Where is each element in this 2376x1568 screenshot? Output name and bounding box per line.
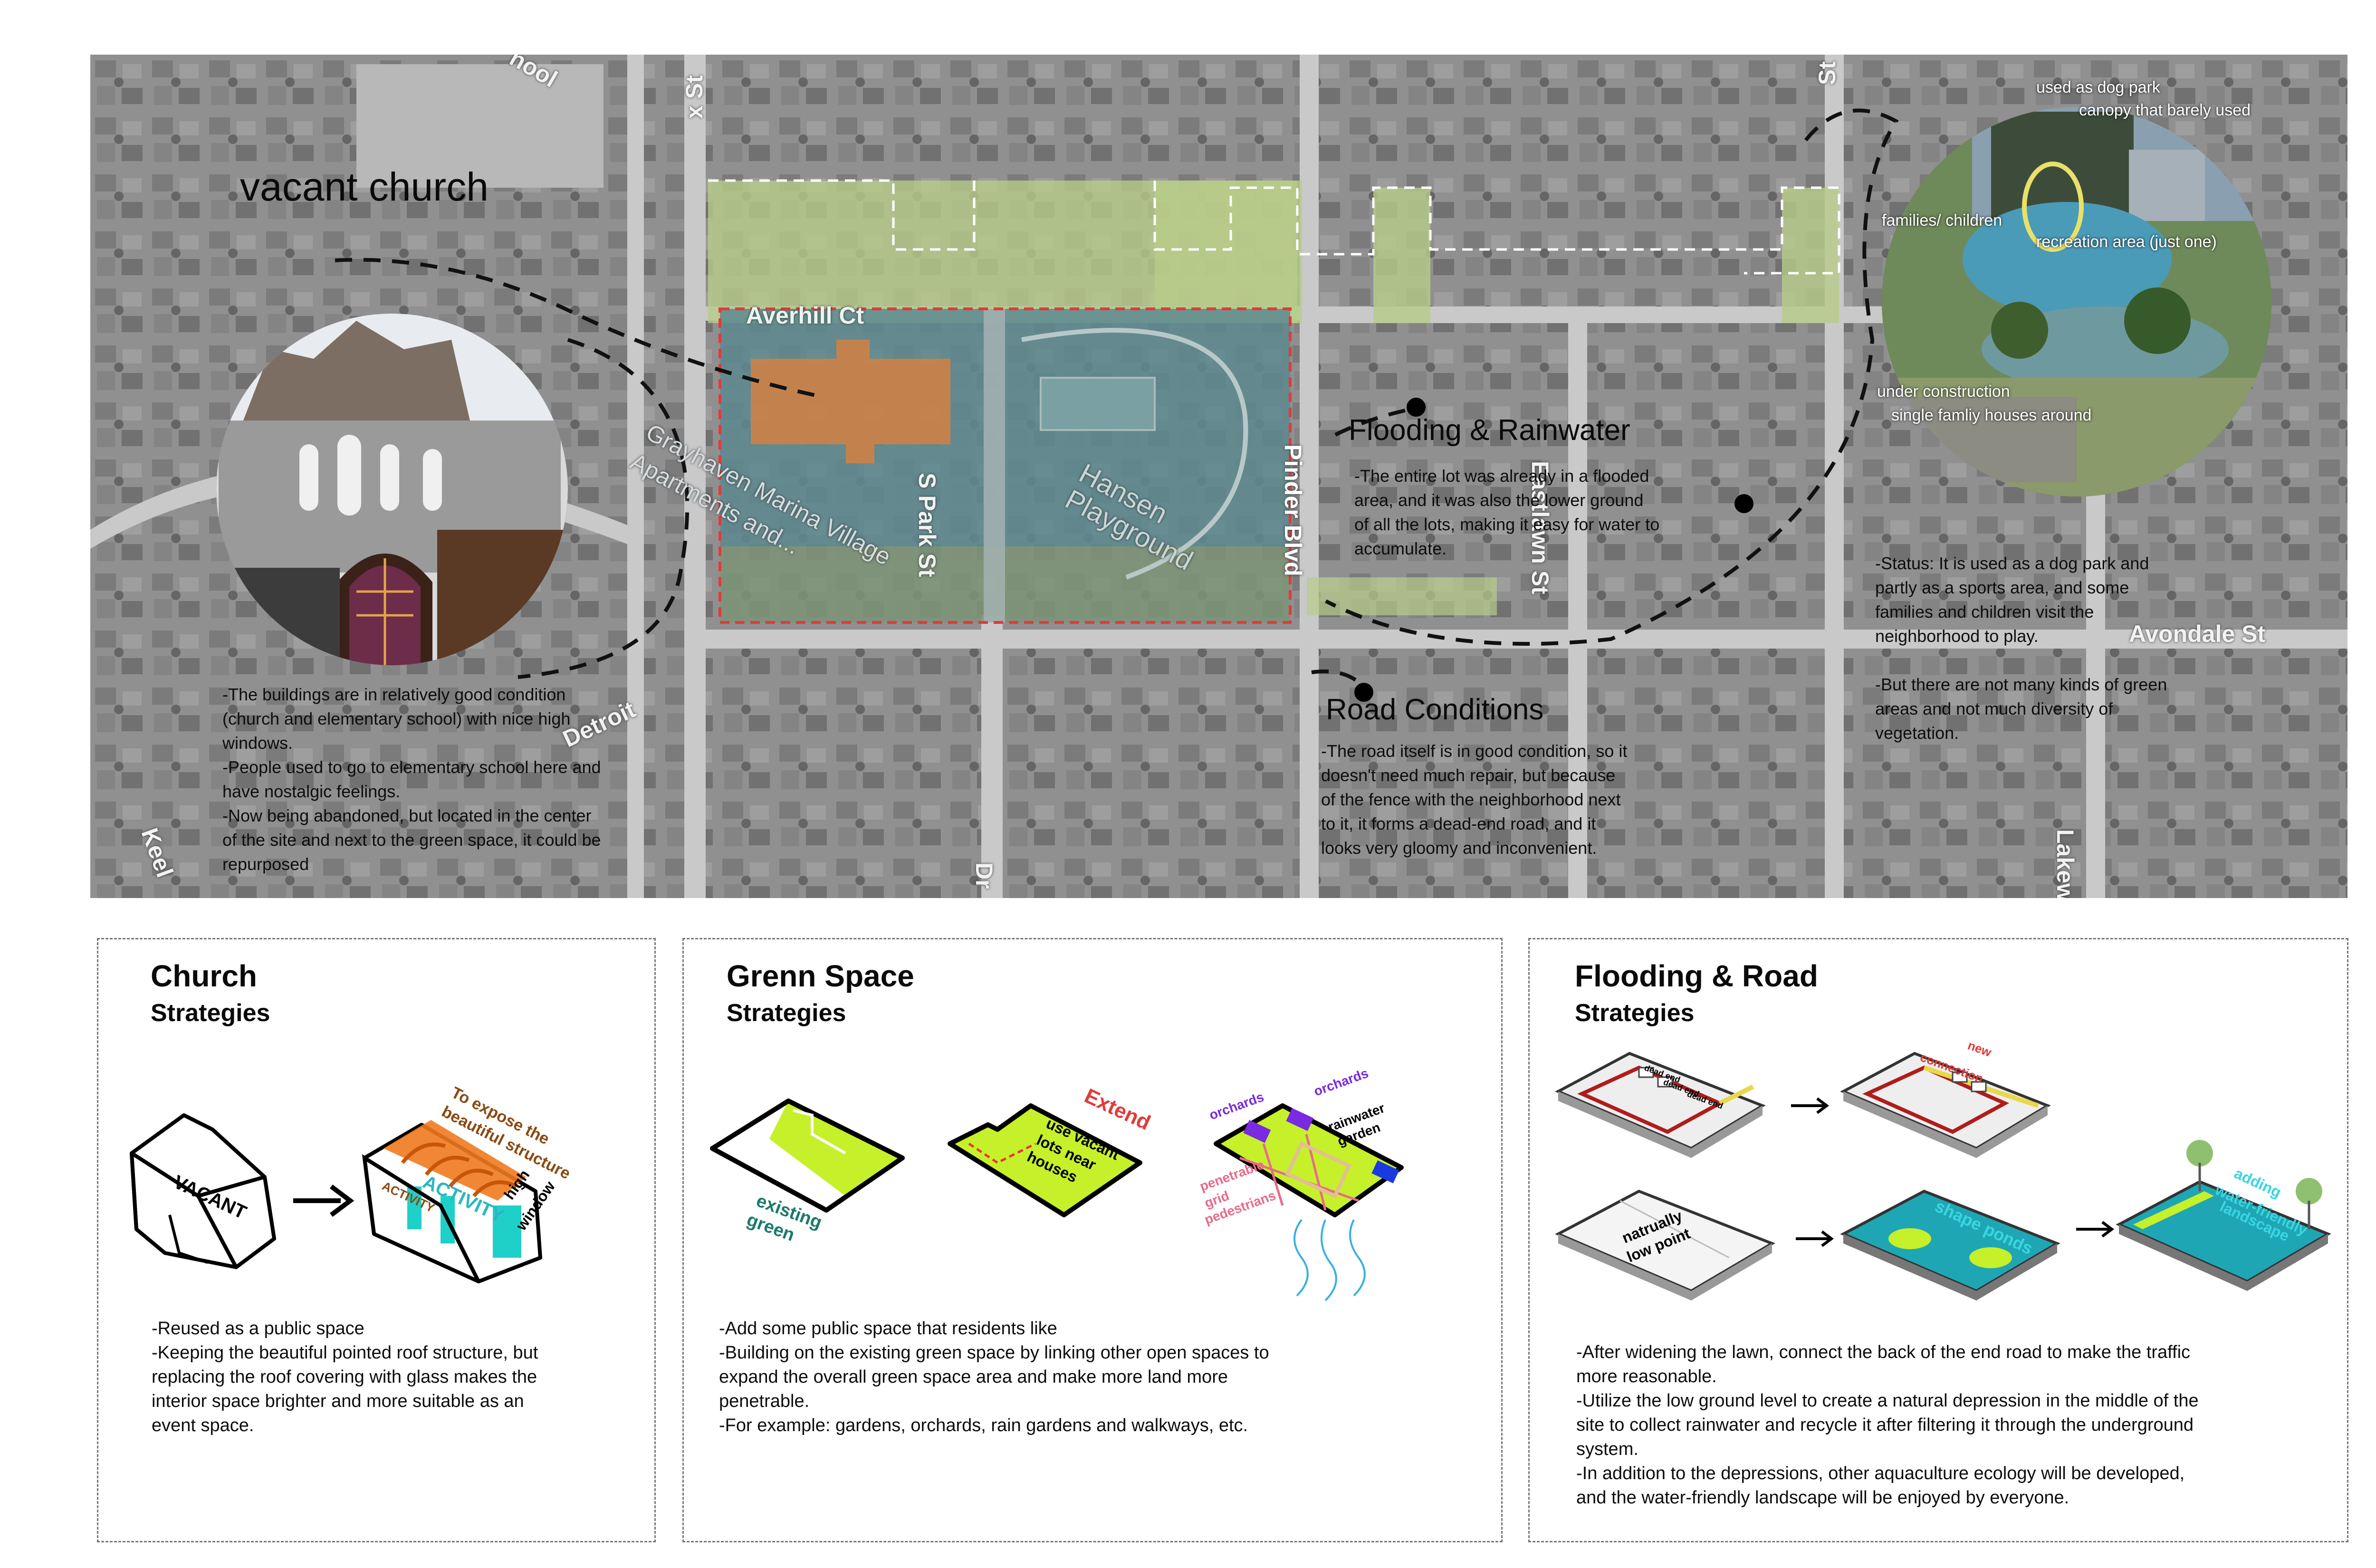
flooding-strategy-diagram: dead end dead end dead end new connectio… [1555, 1038, 2331, 1300]
tile-new-connection [1840, 1052, 2051, 1158]
site-parcel [719, 307, 1292, 624]
panel-flooding-title: Flooding & Road [1575, 959, 1818, 993]
panel-flooding-road: Flooding & Road Strategies dead end dead… [1528, 938, 2348, 1542]
tile-dead-end [1555, 1052, 1766, 1158]
label-extend: Extend [1081, 1084, 1154, 1135]
road-description: -The road itself is in good condition, s… [1321, 741, 1628, 858]
church-description: -The buildings are in relatively good co… [222, 685, 601, 874]
street-label-x-st: x St [680, 75, 708, 119]
panel-flooding-text: -After widening the lawn, connect the ba… [1576, 1342, 2199, 1508]
label-orchards-2: orchards [1312, 1066, 1370, 1099]
callout-dots [1354, 398, 1753, 702]
green-strategy-diagram: existing green Extend use vacant lots ne… [710, 1066, 1404, 1301]
label-dog-park: used as dog park [2036, 78, 2160, 96]
label-houses: single famliy houses around [1891, 406, 2092, 424]
tile-low-point [1555, 1189, 1775, 1300]
arrow-icon [2076, 1221, 2114, 1238]
panel-church-title: Church [151, 959, 257, 993]
map-graphics [90, 55, 2347, 898]
panel-church-subtitle: Strategies [151, 999, 270, 1027]
street-label-st: St [1814, 61, 1840, 85]
label-recreation: recreation area (just one) [2036, 233, 2217, 251]
tile-shape-ponds [1840, 1189, 2060, 1300]
status-description: -Status: It is used as a dog park and pa… [1875, 554, 2167, 743]
label-families: families/ children [1882, 211, 2002, 229]
flooding-description: -The entire lot was already in a flooded… [1354, 466, 1660, 558]
panel-green-title: Grenn Space [727, 959, 914, 993]
panel-flooding-subtitle: Strategies [1575, 999, 1695, 1027]
tile-rain-garden [1214, 1103, 1404, 1301]
vacant-building [130, 1113, 276, 1269]
flooding-title: Flooding & Rainwater [1349, 414, 1630, 447]
label-penetrable: penetrable [1198, 1157, 1266, 1194]
callout-connectors [335, 108, 1899, 688]
panel-church-text: -Reused as a public space -Keeping the b… [152, 1319, 538, 1435]
label-canopy: canopy that barely used [2079, 101, 2251, 119]
label-new: new [1966, 1038, 1994, 1060]
street-label-pinder: Pinder Blvd [1280, 444, 1306, 576]
arrow-icon [293, 1185, 354, 1217]
site-map: hool x St St Averhill Ct S Park St Pinde… [90, 55, 2347, 898]
green-extension [708, 179, 1840, 615]
arrow-icon [1796, 1230, 1834, 1247]
street-label-lakewood: Lakewood St [2051, 829, 2079, 898]
panel-green-subtitle: Strategies [727, 999, 846, 1027]
church-photo-collage [216, 314, 568, 665]
street-label-dr: Dr [971, 862, 997, 889]
panel-church: Church Strategies VACANT [97, 938, 656, 1542]
tile-extend [948, 1103, 1142, 1217]
church-roof [751, 340, 950, 463]
label-construction: under construction [1877, 382, 2010, 401]
panel-green-text: -Add some public space that residents li… [719, 1319, 1269, 1435]
road-title: Road Conditions [1326, 693, 1544, 726]
renovated-building [362, 1120, 542, 1283]
church-title: vacant church [240, 164, 489, 209]
arrow-icon [1791, 1097, 1829, 1114]
street-label-avondale: Avondale St [2129, 621, 2266, 647]
tile-water-friendly [2116, 1140, 2331, 1291]
panel-green-space: Grenn Space Strategies existing green Ex… [682, 938, 1503, 1542]
tile-existing-green [710, 1099, 905, 1213]
church-strategy-diagram: VACANT To expose the beautiful structure… [130, 1083, 574, 1283]
street-label-averhill: Averhill Ct [746, 302, 864, 329]
